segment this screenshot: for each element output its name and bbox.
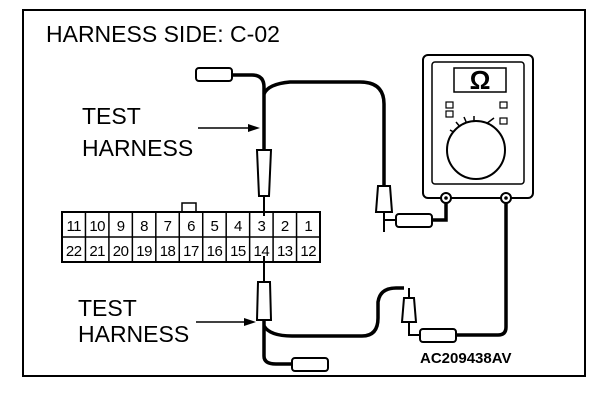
test-harness-bottom-label-line2: HARNESS <box>78 321 189 347</box>
ohmmeter-indicator-1 <box>445 101 454 109</box>
ohmmeter-indicator-3 <box>499 101 508 109</box>
range-selector-dial <box>446 120 506 180</box>
connector-pin-top-2: 2 <box>281 218 289 235</box>
upper-harness-end-plug <box>195 67 233 82</box>
diagram-frame <box>22 9 586 377</box>
connector-pin-bottom-22: 22 <box>66 243 82 260</box>
upper-probe-handle <box>255 149 273 197</box>
connector-pin-bottom-18: 18 <box>160 243 176 260</box>
upper-meter-plug <box>374 185 394 213</box>
ohmmeter: Ω <box>422 54 534 204</box>
test-harness-top-label-line2: HARNESS <box>82 135 193 161</box>
connector-pin-bottom-20: 20 <box>113 243 129 260</box>
ohmmeter-indicator-2 <box>445 110 454 118</box>
connector-pin-top-5: 5 <box>211 218 219 235</box>
test-harness-bottom-label-line1: TEST <box>78 295 137 321</box>
upper-test-harness <box>195 67 448 232</box>
lower-probe-handle <box>255 281 273 321</box>
lower-test-harness <box>255 198 508 372</box>
connector-pin-bottom-12: 12 <box>300 243 316 260</box>
lower-meter-plug <box>400 297 418 323</box>
lower-harness-end-plug <box>291 357 329 372</box>
top-label-arrow <box>198 124 260 132</box>
connector-pin-top-1: 1 <box>304 218 312 235</box>
connector-pin-top-10: 10 <box>89 218 105 235</box>
figure-code: AC209438AV <box>420 350 511 367</box>
connector-pin-top-7: 7 <box>164 218 172 235</box>
lower-lead-connector <box>419 328 457 343</box>
connector-pin-top-4: 4 <box>234 218 242 235</box>
connector-pin-bottom-15: 15 <box>230 243 246 260</box>
ohmmeter-display <box>453 67 507 93</box>
connector-pin-bottom-19: 19 <box>136 243 152 260</box>
connector-pin-bottom-16: 16 <box>207 243 223 260</box>
connector-pin-bottom-13: 13 <box>277 243 293 260</box>
ohmmeter-indicator-4 <box>499 117 508 125</box>
connector-pin-top-11: 11 <box>66 218 81 235</box>
connector-pin-bottom-17: 17 <box>183 243 199 260</box>
connector-pin-top-8: 8 <box>140 218 148 235</box>
connector-pin-top-9: 9 <box>117 218 125 235</box>
connector-pin-bottom-21: 21 <box>89 243 105 260</box>
ohm-symbol: Ω <box>470 65 491 95</box>
bottom-label-arrow <box>196 318 256 326</box>
connector-pin-top-3: 3 <box>257 218 265 235</box>
test-harness-top-label-line1: TEST <box>82 103 141 129</box>
diagram-title: HARNESS SIDE: C-02 <box>46 21 280 47</box>
connector-pin-bottom-14: 14 <box>254 243 270 260</box>
upper-lead-connector <box>395 213 433 228</box>
connector-pin-top-6: 6 <box>187 218 195 235</box>
connector-latch <box>181 202 197 213</box>
